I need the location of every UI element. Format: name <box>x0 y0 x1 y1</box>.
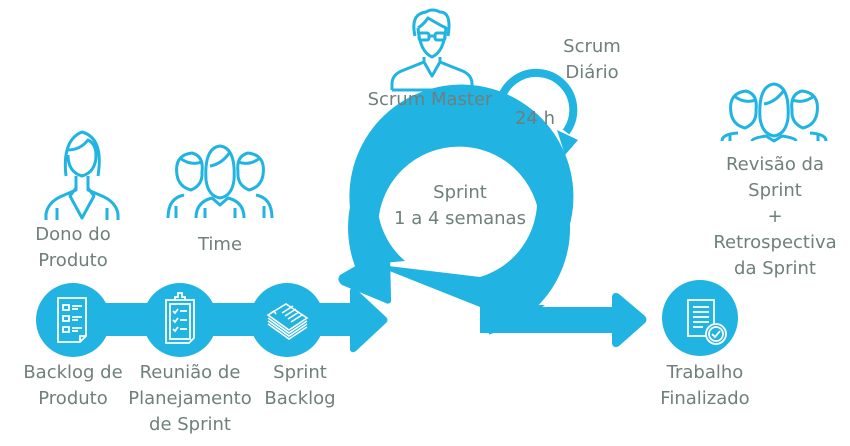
team-icon <box>720 82 828 143</box>
connector-bar <box>212 303 257 336</box>
arrow-into-sprint <box>318 287 388 353</box>
label-line: Trabalho <box>666 362 744 383</box>
step-circle-done <box>662 280 738 356</box>
sprint-backlog-label: Sprint Backlog <box>255 360 345 412</box>
stack-of-papers-icon <box>266 303 309 340</box>
daily-scrum-label: Scrum Diário <box>552 34 632 86</box>
label-line: Planejamento <box>128 388 252 409</box>
label-line: Revisão da <box>725 154 825 175</box>
sprint-loop-ring <box>348 116 571 335</box>
label-line: Reunião de <box>139 362 241 383</box>
team-label: Time <box>180 232 260 258</box>
sprint-loop-arrowhead <box>338 248 392 304</box>
label-line: Produto <box>38 388 108 409</box>
product-owner-label: Dono do Produto <box>18 222 128 274</box>
daily-loop-arrowhead <box>557 130 578 155</box>
label-line: Dono do <box>35 224 111 245</box>
label-line: Diário <box>565 62 619 83</box>
scrum-master-label: Scrum Master <box>355 87 505 113</box>
label-line: Sprint <box>748 180 802 201</box>
label-line: 24 h <box>514 108 556 129</box>
review-label: Revisão da Sprint + Retrospectiva da Spr… <box>700 152 850 282</box>
sprint-planning-label: Reunião de Planejamento de Sprint <box>125 360 255 438</box>
team-icon <box>166 144 274 219</box>
label-line: Time <box>197 234 243 255</box>
connector-bar <box>105 303 150 336</box>
man-with-glasses-icon <box>390 8 474 92</box>
sprint-loop-foot <box>480 305 545 333</box>
sprint-label: Sprint 1 a 4 semanas <box>380 180 540 232</box>
daily-loop-ring <box>495 69 578 135</box>
label-line: Sprint <box>433 182 487 203</box>
label-line: 1 a 4 semanas <box>394 208 526 229</box>
daily-duration-label: 24 h <box>505 106 565 132</box>
label-line: Sprint <box>273 362 327 383</box>
document-check-icon <box>687 299 727 345</box>
arrow-to-done <box>480 292 647 348</box>
clipboard-checklist-icon <box>165 292 195 344</box>
label-line: da Sprint <box>734 258 816 279</box>
businesswoman-icon <box>44 130 120 220</box>
done-label: Trabalho Finalizado <box>645 360 765 412</box>
label-line: + <box>767 206 783 227</box>
label-line: de Sprint <box>149 414 231 435</box>
label-line: Backlog de <box>23 362 123 383</box>
checklist-document-icon <box>57 297 87 343</box>
label-line: Retrospectiva <box>713 232 837 253</box>
label-line: Scrum Master <box>367 89 493 110</box>
step-circle-sprint-backlog <box>250 283 324 357</box>
label-line: Scrum <box>563 36 621 57</box>
label-line: Backlog <box>264 388 336 409</box>
label-line: Produto <box>38 250 108 271</box>
label-line: Finalizado <box>660 388 750 409</box>
product-backlog-label: Backlog de Produto <box>3 360 143 412</box>
